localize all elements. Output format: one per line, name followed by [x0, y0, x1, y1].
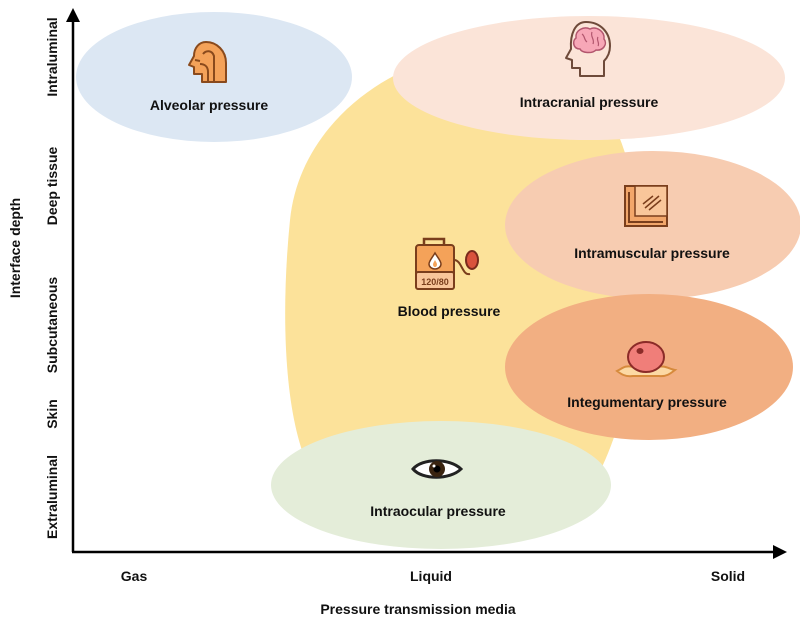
y-axis-title: Interface depth	[7, 198, 23, 298]
y-tick-skin: Skin	[44, 399, 60, 429]
intraocular-pressure-label: Intraocular pressure	[370, 503, 506, 519]
brain-head-icon	[565, 21, 611, 77]
blood-pressure-label: Blood pressure	[398, 303, 501, 319]
head-airway-icon	[188, 41, 227, 83]
x-axis	[72, 545, 787, 559]
blood-pressure-monitor-icon: 120/80	[415, 237, 479, 290]
muscle-tissue-icon	[624, 185, 668, 227]
y-tick-intraluminal: Intraluminal	[44, 17, 60, 96]
y-tick-deep-tissue: Deep tissue	[44, 146, 60, 225]
alveolar-pressure-label: Alveolar pressure	[150, 97, 268, 113]
integumentary-pressure-label: Integumentary pressure	[567, 394, 727, 410]
intraocular-pressure-ellipse	[271, 421, 611, 549]
x-axis-title: Pressure transmission media	[320, 601, 516, 617]
y-tick-extraluminal: Extraluminal	[44, 455, 60, 539]
gauge-reading: 120/80	[421, 277, 449, 287]
intracranial-pressure-ellipse	[393, 16, 785, 140]
x-tick-solid: Solid	[711, 568, 745, 584]
y-axis-arrowhead	[66, 8, 80, 22]
x-axis-arrowhead	[773, 545, 787, 559]
x-tick-gas: Gas	[121, 568, 148, 584]
skin-cell-icon	[615, 341, 678, 378]
intracranial-pressure-region: Intracranial pressure	[393, 16, 785, 140]
intraocular-pressure-region: Intraocular pressure	[271, 421, 611, 549]
intramuscular-pressure-label: Intramuscular pressure	[574, 245, 730, 261]
y-axis	[66, 8, 80, 552]
x-tick-liquid: Liquid	[410, 568, 452, 584]
intracranial-pressure-label: Intracranial pressure	[520, 94, 659, 110]
eye-icon	[411, 459, 464, 479]
y-tick-subcutaneous: Subcutaneous	[44, 277, 60, 374]
